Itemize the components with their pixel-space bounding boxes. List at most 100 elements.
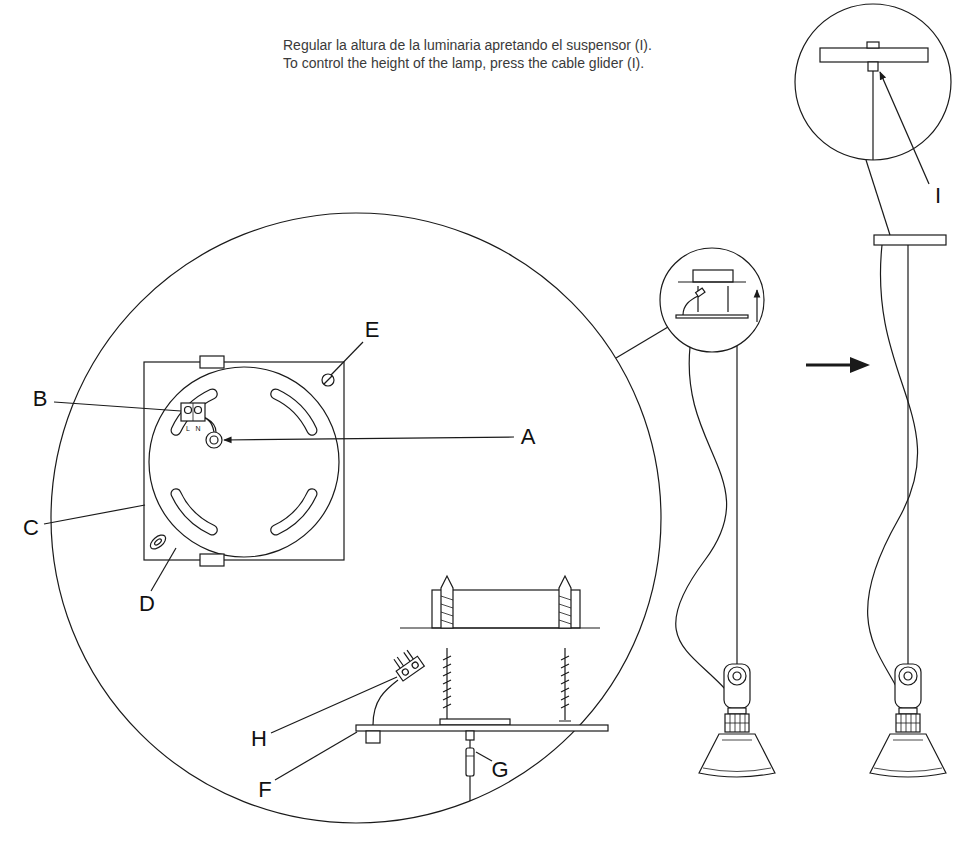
terminal-mark: L [186,425,190,432]
part-letter-box: G [491,758,508,782]
mounting-bracket-part [176,494,212,530]
pendant-lamp [676,346,775,777]
leader-line-part [271,677,397,733]
leader-line-part [224,437,514,440]
leader-line-part [54,402,181,411]
connector-part-part [396,656,424,681]
pendant-lamp-part [736,346,737,664]
mini-assembly-part [678,281,746,282]
pendant-lamp-part [874,235,946,245]
ceiling-box-part [432,590,580,628]
connector-part-part [401,668,409,676]
mounting-bracket-part [144,362,344,560]
detail-circle [660,248,764,352]
detail-circle [795,4,951,235]
mounting-bracket-part [200,554,224,566]
canopy-plate-part [366,731,380,743]
mounting-bracket-part [276,394,312,430]
detail-circle-part [51,213,661,823]
screw-part [441,648,453,721]
pendant-lamp-part [870,664,946,777]
terminal-block-part [181,403,205,421]
pendant-lamp-part [868,245,918,690]
leader-line-part [151,548,176,591]
canopy-plate-part [356,725,608,731]
detail-circle-part [616,327,668,358]
pendant-lamp-part [676,347,727,690]
leader-line-part [331,342,363,375]
mounting-bracket-part [176,494,212,530]
instruction-note: Regular la altura de la luminaria apreta… [283,37,652,53]
detail-circle-part [872,71,873,160]
detail-circle-part [867,42,879,48]
direction-arrow-part [806,364,852,367]
detail-circle-part [866,160,890,235]
instruction-note-box: To control the height of the lamp, press… [283,56,644,71]
mounting-bracket-part [176,394,212,430]
canopy-plate [356,719,608,743]
mounting-bracket [144,356,344,566]
terminal-mark-box: L [186,425,190,433]
mini-assembly-part [756,290,757,322]
direction-arrow [806,357,870,373]
connector-part-part [411,661,419,669]
mounting-bracket-part [200,356,224,368]
part-letter: B [33,386,48,411]
canopy-plate-part [440,719,510,725]
ceiling-box-part [559,596,571,624]
part-letter: I [935,183,941,208]
terminal-block-part [185,407,192,414]
instruction-note: To control the height of the lamp, press… [283,55,644,71]
leader-line-part [44,505,145,524]
detail-circle-part [868,62,878,71]
mini-assembly-part [683,296,698,315]
part-letter: D [139,591,155,616]
pendant-lamp-part [699,664,775,777]
part-letter: H [251,726,267,751]
mini-assembly [676,270,757,322]
detail-circle-part [795,4,951,160]
pendant-lamp [868,235,946,777]
leader-line [44,72,929,780]
part-letter-box: B [33,387,48,411]
leader-line-part [476,752,492,761]
mini-assembly-part [693,270,733,282]
part-letter: C [23,515,39,540]
terminal-block-part [193,403,194,421]
terminal-mark-box: N [195,425,200,433]
part-letter-box: F [258,778,271,802]
mounting-bracket-part [176,394,212,430]
ceiling-box-part [441,576,453,628]
part-letter-box: I [935,184,941,208]
cable-glider-part [466,756,474,757]
terminal-block-part [195,407,202,414]
direction-arrow-part [850,357,870,373]
part-letter-box: D [139,592,155,616]
cable-glider-part [466,748,474,776]
detail-circle-part [660,248,764,352]
instruction-note-box: Regular la altura de la luminaria apreta… [283,38,652,53]
screw-part [559,648,571,721]
terminal-block-part [206,432,222,448]
ceiling-box-part [441,596,453,624]
canopy-plate-part [466,731,474,740]
part-letter-box: C [23,516,39,540]
ceiling-box-part [559,576,571,628]
part-letter-box: E [365,318,380,342]
mounting-bracket-part [276,494,312,530]
terminal-block [181,403,222,448]
part-letter: A [521,424,536,449]
part-letter-box: H [251,727,267,751]
mounting-bracket-part [154,538,163,546]
terminal-block-part [210,436,218,444]
mounting-bracket-part [149,367,339,557]
pendant-lamp-part [907,245,908,664]
terminal-mark: N [195,425,200,432]
part-letter-box: A [521,425,536,449]
part-letter: F [258,777,271,802]
leader-line-part [880,72,929,184]
connector-part [373,680,398,725]
connector [373,647,424,725]
